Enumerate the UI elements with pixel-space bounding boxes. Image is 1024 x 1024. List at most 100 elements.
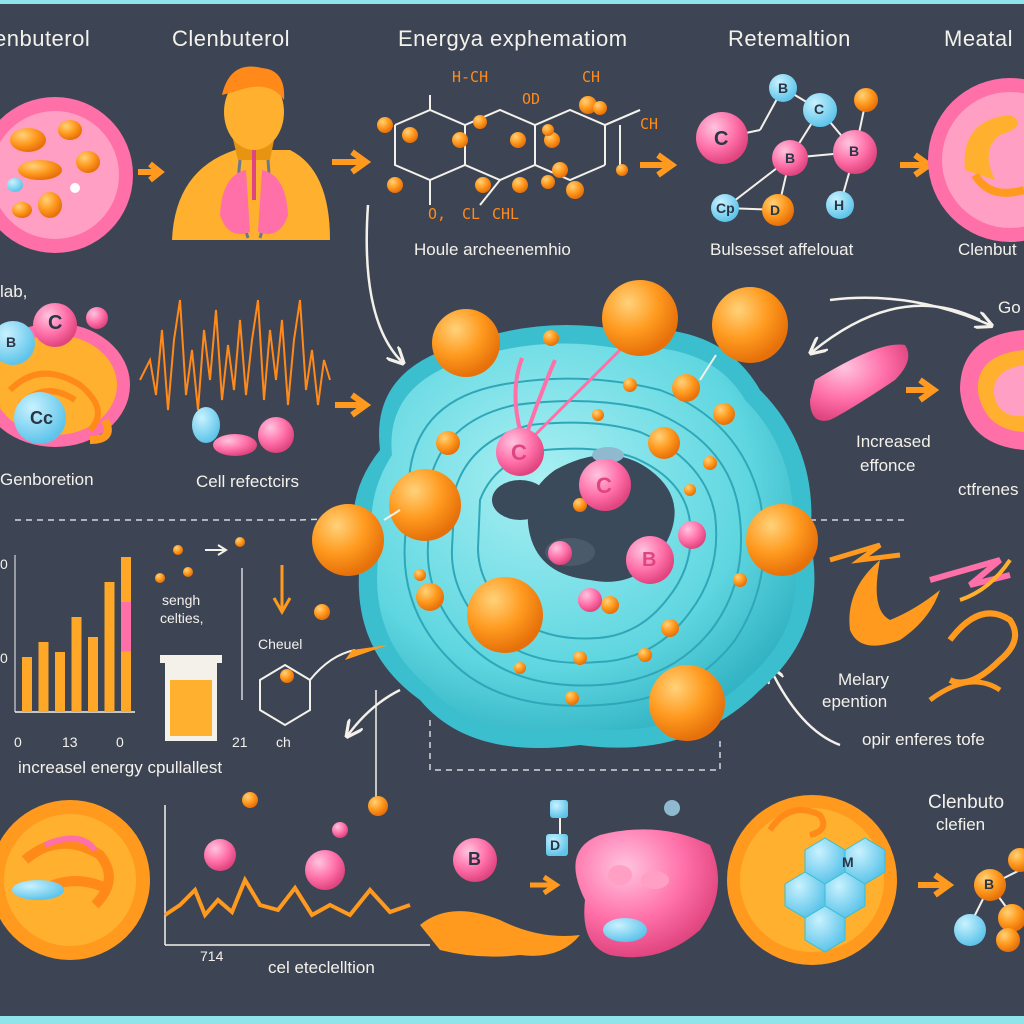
- title-enbuterol: enbuterol: [0, 26, 91, 51]
- node-label-b1: B: [778, 80, 789, 96]
- lightning-bolts: [829, 542, 1019, 703]
- title-energy: Energya exphematiom: [398, 26, 628, 51]
- right-mid-structures: [810, 330, 1024, 450]
- genboretion-caption: Genboretion: [0, 470, 94, 489]
- curve-arrow-right-b: [829, 296, 990, 325]
- bar-1: [22, 657, 32, 712]
- person-figure: [172, 66, 330, 240]
- lab-label: lab,: [0, 282, 28, 301]
- arrow-down: [272, 565, 292, 616]
- hex-label-b: B: [984, 876, 995, 892]
- chem-label-chl: CHL: [492, 205, 520, 223]
- molecule-caption: Houle archeenemhio: [414, 240, 571, 259]
- ctfrenes-label: ctfrenes: [958, 480, 1019, 499]
- chem-label-ch-top: CH: [582, 68, 601, 86]
- wave-tick-714: 714: [200, 948, 224, 964]
- cheuel-label: Cheuel: [258, 636, 303, 652]
- clenbuto-label: Clenbuto: [928, 792, 1005, 813]
- node-label-c2: C: [814, 101, 825, 117]
- ch-label: ch: [276, 734, 291, 750]
- bottom-frame: [0, 1016, 1024, 1024]
- bottom-center-cell: [420, 800, 718, 958]
- dashed-bracket: [429, 720, 721, 771]
- central-spheres: [312, 280, 818, 741]
- curve-arrow-left: [365, 204, 402, 362]
- node-label-bottom-b: B: [468, 849, 481, 869]
- cell-top-left: [0, 97, 133, 253]
- node-label-b2: B: [785, 150, 796, 166]
- node-label-mid-c: C: [48, 312, 63, 334]
- node-label-d: D: [770, 202, 781, 218]
- node-label-cp: Cp: [716, 200, 735, 216]
- node-label-mid-b: B: [6, 334, 17, 350]
- center-node-c2: C: [596, 473, 612, 498]
- clenbut-caption: Clenbut: [958, 240, 1017, 259]
- bar-5: [88, 637, 98, 712]
- node-label-mid-cc: Cc: [30, 408, 54, 428]
- bottom-waveform: [163, 792, 430, 946]
- bar-6: [104, 582, 115, 712]
- chart-tick-x0: 0: [14, 734, 22, 750]
- cell-receptors-caption: Cell refectcirs: [196, 472, 299, 491]
- effonce-label: effonce: [860, 456, 916, 475]
- center-node-b: B: [642, 549, 657, 571]
- network-molecule: [696, 74, 878, 226]
- bar-2: [38, 642, 49, 712]
- bar-4: [71, 617, 82, 712]
- num21-label: 21: [232, 734, 248, 750]
- arrow-4: [900, 152, 935, 178]
- center-node-c1: C: [511, 440, 527, 465]
- title-meatal: Meatal: [944, 26, 1014, 51]
- chart-tick-x-end: 0: [116, 734, 124, 750]
- node-label-b3: B: [849, 143, 860, 159]
- title-clenbuterol: Clenbuterol: [172, 26, 291, 51]
- node-label-c1: C: [714, 128, 729, 150]
- sengh-label: sengh: [162, 592, 201, 608]
- chem-label-od: OD: [522, 90, 541, 108]
- go-label: Go: [998, 298, 1021, 317]
- beaker: [160, 655, 222, 741]
- top-frame: [0, 0, 1024, 4]
- cell-top-right: [928, 78, 1024, 242]
- chem-label-ch-right: CH: [640, 115, 659, 133]
- benzene-ring: [259, 649, 356, 727]
- bar-3: [55, 652, 65, 712]
- curve-arrow-lower-left: [348, 688, 401, 735]
- cell-receptors: [192, 407, 294, 456]
- hex-label-m: M: [842, 854, 854, 870]
- arrow-8: [918, 872, 955, 898]
- energy-caption: increasel energy cpullallest: [18, 758, 223, 777]
- opir-label: opir enferes tofe: [862, 730, 985, 749]
- arrow-7: [530, 874, 561, 896]
- node-label-bottom-d: D: [550, 837, 561, 853]
- bar-chart: [14, 555, 135, 713]
- bar-accent-7: [121, 602, 131, 652]
- chart-tick-mid: 0: [0, 650, 8, 666]
- arrow-3: [640, 152, 678, 178]
- metabolic-label-2: epention: [822, 692, 888, 711]
- node-label-h: H: [834, 197, 845, 213]
- molecule-bottom-right: [954, 848, 1024, 952]
- curve-arrow-right-a: [812, 304, 981, 352]
- clefien-label: clefien: [936, 815, 986, 834]
- molecule-structure: [377, 95, 641, 206]
- network-caption: Bulsesset affelouat: [710, 240, 854, 259]
- celties-label: celties,: [160, 610, 204, 626]
- elecltion-caption: cel eteclelltion: [268, 958, 375, 977]
- arrow-6: [906, 377, 940, 403]
- curve-arrow-lower-right: [770, 668, 841, 747]
- metabolic-label-1: Melary: [838, 670, 890, 689]
- increased-label: Increased: [856, 432, 931, 451]
- cell-mid-left: [0, 303, 130, 447]
- title-retemaltion: Retemaltion: [728, 26, 851, 51]
- chart-tick-x13: 13: [62, 734, 78, 750]
- chem-label-hch: H-CH: [452, 68, 489, 86]
- signal-waveform: [139, 299, 331, 411]
- arrow-5: [335, 392, 372, 418]
- spark-arrow: [345, 645, 388, 660]
- arrow-2: [332, 149, 372, 175]
- cell-bottom-right: [727, 795, 897, 965]
- chem-label-o: O,: [428, 205, 447, 223]
